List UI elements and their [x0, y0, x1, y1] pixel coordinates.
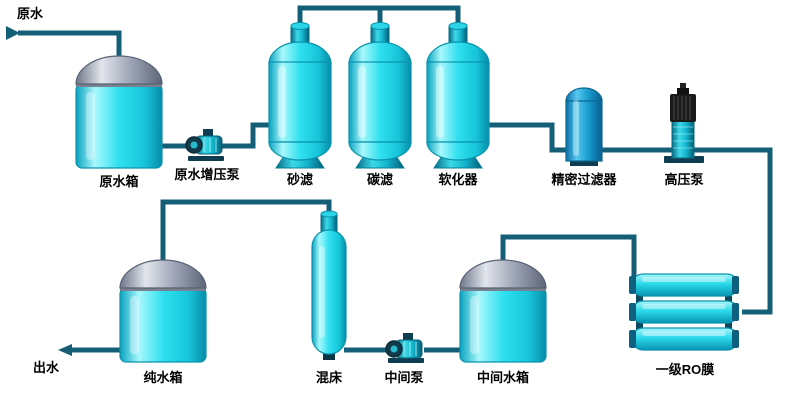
filter-base — [570, 160, 598, 166]
ro-highlight — [642, 277, 726, 282]
pump-front-hub — [390, 345, 398, 353]
softener-label: 软化器 — [438, 172, 478, 187]
ro-end-cap — [629, 303, 636, 321]
softener-vessel — [426, 22, 490, 169]
outlet-label: 出水 — [33, 360, 60, 375]
mixed-bed-vessel — [311, 210, 347, 360]
motor-cap — [677, 88, 689, 95]
labels: 原水 原水箱 原水增压泵 砂滤 碳滤 软化器 精密过滤器 高压泵 一级RO膜 中… — [17, 6, 714, 385]
vessel-cap-top — [370, 22, 390, 30]
filter-body — [565, 99, 603, 162]
carbon-filter-label: 碳滤 — [367, 172, 393, 187]
precision-filter-label: 精密过滤器 — [551, 172, 617, 187]
vessel-dome — [268, 41, 332, 65]
pump-top-stub — [203, 129, 213, 137]
sand-filter-vessel — [268, 22, 332, 169]
raw-water-tank-label: 原水箱 — [99, 174, 138, 189]
vessel-dome — [348, 41, 412, 65]
vessel-cap-top — [290, 22, 310, 30]
pure-water-tank-label: 纯水箱 — [143, 370, 182, 385]
pump-top-stub — [403, 333, 413, 341]
pure-water-tank — [119, 259, 207, 363]
intermediate-pump-label: 中间泵 — [384, 370, 423, 385]
outlet-arrow-icon — [58, 344, 72, 356]
ro-end-cap — [732, 276, 739, 294]
vessel-highlight — [278, 66, 286, 138]
mixed-bed-neck-top — [320, 210, 338, 218]
raw-water-booster-pump — [185, 129, 224, 161]
tank-dome — [459, 259, 547, 289]
pipe-mixed-bed-to-pure-tank — [160, 199, 332, 272]
mixed-bed-label: 混床 — [316, 370, 343, 385]
high-pressure-pump — [664, 83, 704, 163]
vessel-bottom — [268, 141, 332, 161]
pipe-inlet-to-raw-tank — [18, 30, 122, 66]
raw-water-label: 原水 — [17, 6, 44, 21]
vessel-highlight — [436, 66, 444, 138]
vessel-body — [426, 61, 490, 143]
inlet-arrow-icon — [6, 26, 20, 40]
mixed-bed-body — [311, 229, 347, 355]
hp-pump-body — [671, 119, 695, 159]
pipe-hp-pump-to-ro — [690, 147, 773, 315]
vessel-bottom — [348, 141, 412, 161]
pipe-softener-to-precision-filter — [485, 122, 676, 153]
intermediate-water-tank — [459, 259, 547, 363]
motor-knob — [680, 83, 686, 89]
vessel-highlight — [358, 66, 366, 138]
ro-membrane-module — [629, 273, 739, 351]
ro-highlight — [642, 331, 726, 336]
mixed-bed-highlight — [319, 246, 325, 338]
ro-end-cap — [732, 303, 739, 321]
intermediate-tank-label: 中间水箱 — [477, 370, 529, 385]
tank-dome — [75, 55, 163, 85]
ro-end-cap — [732, 330, 739, 348]
filter-dome — [565, 87, 603, 102]
ro-end-cap — [629, 276, 636, 294]
tank-highlight — [86, 92, 95, 160]
pump-base — [188, 156, 224, 161]
vessel-cap-top — [448, 22, 468, 30]
filter-highlight — [573, 100, 579, 156]
sand-filter-label: 砂滤 — [286, 172, 313, 187]
ro-end-cap — [629, 330, 636, 348]
pipe-booster-pump-to-sand-filter — [218, 122, 272, 149]
raw-water-tank — [75, 55, 163, 169]
carbon-filter-vessel — [348, 22, 412, 169]
mixed-bed-foot — [323, 350, 335, 360]
intermediate-pump — [385, 333, 424, 363]
high-pressure-pump-label: 高压泵 — [664, 172, 703, 187]
pipe-ro-to-intermediate-tank — [500, 234, 637, 288]
pump-front-hub — [190, 141, 198, 149]
ro-highlight — [642, 304, 726, 309]
booster-pump-label: 原水增压泵 — [174, 167, 239, 182]
pump-base — [388, 358, 424, 363]
vessel-body — [348, 61, 412, 143]
vessel-bottom — [426, 141, 490, 161]
vessel-dome — [426, 41, 490, 65]
tank-highlight — [470, 296, 479, 354]
tank-highlight — [130, 296, 139, 354]
precision-filter — [565, 87, 603, 166]
tank-dome — [119, 259, 207, 289]
ro-membrane-label: 一级RO膜 — [656, 362, 715, 377]
